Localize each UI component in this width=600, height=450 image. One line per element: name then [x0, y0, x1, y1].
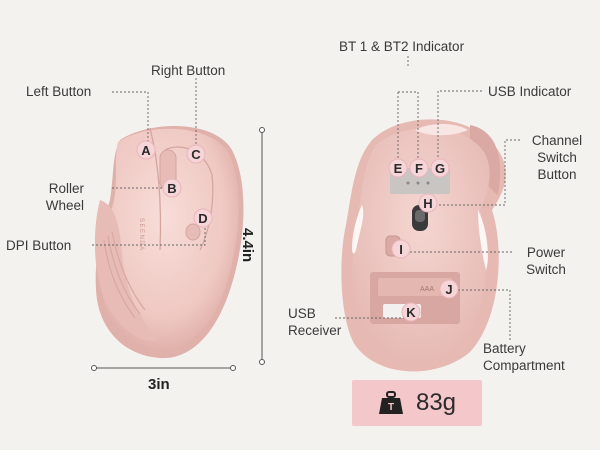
usb-receiver-label-line2: Receiver: [288, 323, 342, 338]
svg-text:D: D: [198, 211, 207, 226]
usb-indicator-label: USB Indicator: [488, 84, 572, 99]
svg-text:K: K: [406, 305, 416, 320]
marker-a: A: [136, 140, 156, 160]
weight-icon: T: [378, 391, 403, 414]
marker-h: H: [418, 193, 438, 213]
marker-f: F: [409, 158, 429, 178]
battery-compartment-label: Battery Compartment: [483, 340, 565, 374]
channel-switch-label: Channel Switch Button: [522, 132, 592, 183]
roller-wheel-label-line2: Wheel: [45, 198, 84, 213]
marker-c: C: [186, 144, 206, 164]
width-dimension: 3in: [148, 376, 170, 393]
brand-text: SEENDA: [138, 218, 144, 252]
marker-d: D: [193, 208, 213, 228]
svg-text:B: B: [167, 181, 176, 196]
svg-text:I: I: [399, 242, 403, 257]
battery-label-line1: Battery: [483, 341, 526, 356]
usb-receiver-label: USB Receiver: [288, 305, 341, 339]
power-switch-label-line1: Power: [526, 245, 566, 260]
svg-text:H: H: [423, 196, 432, 211]
weight-value: 83g: [415, 389, 457, 416]
power-switch-label-line2: Switch: [526, 262, 566, 277]
marker-e: E: [388, 158, 408, 178]
marker-b: B: [162, 178, 182, 198]
svg-text:F: F: [415, 161, 423, 176]
channel-switch-label-line2: Switch: [537, 150, 577, 165]
dimension-lines: [91, 127, 265, 371]
channel-switch-label-line1: Channel: [531, 133, 583, 148]
svg-text:G: G: [435, 161, 445, 176]
weight-badge: T 83g: [352, 380, 482, 426]
battery-text: AAA: [420, 286, 434, 293]
svg-text:A: A: [141, 143, 151, 158]
height-dimension: 4.4in: [239, 228, 256, 263]
svg-text:C: C: [191, 147, 201, 162]
right-button-label: Right Button: [151, 63, 226, 78]
marker-g: G: [430, 158, 450, 178]
svg-text:E: E: [394, 161, 403, 176]
bt-indicator-label: BT 1 & BT2 Indicator: [339, 39, 465, 54]
battery-label-line2: Compartment: [483, 358, 565, 373]
marker-k: K: [401, 302, 421, 322]
channel-switch-label-line3: Button: [537, 167, 577, 182]
roller-wheel-label: Roller Wheel: [30, 180, 84, 214]
svg-text:J: J: [445, 282, 452, 297]
svg-text:T: T: [388, 402, 394, 413]
marker-i: I: [391, 239, 411, 259]
dpi-button-label: DPI Button: [6, 238, 72, 253]
roller-wheel-label-line1: Roller: [48, 181, 84, 196]
mouse-top-view: SEENDA: [94, 126, 244, 359]
leader-lines: [92, 56, 520, 340]
usb-receiver-label-line1: USB: [288, 306, 316, 321]
mouse-bottom-view: AAA: [341, 119, 506, 372]
marker-j: J: [439, 279, 459, 299]
power-switch-label: Power Switch: [514, 244, 578, 278]
left-button-label: Left Button: [26, 84, 92, 99]
